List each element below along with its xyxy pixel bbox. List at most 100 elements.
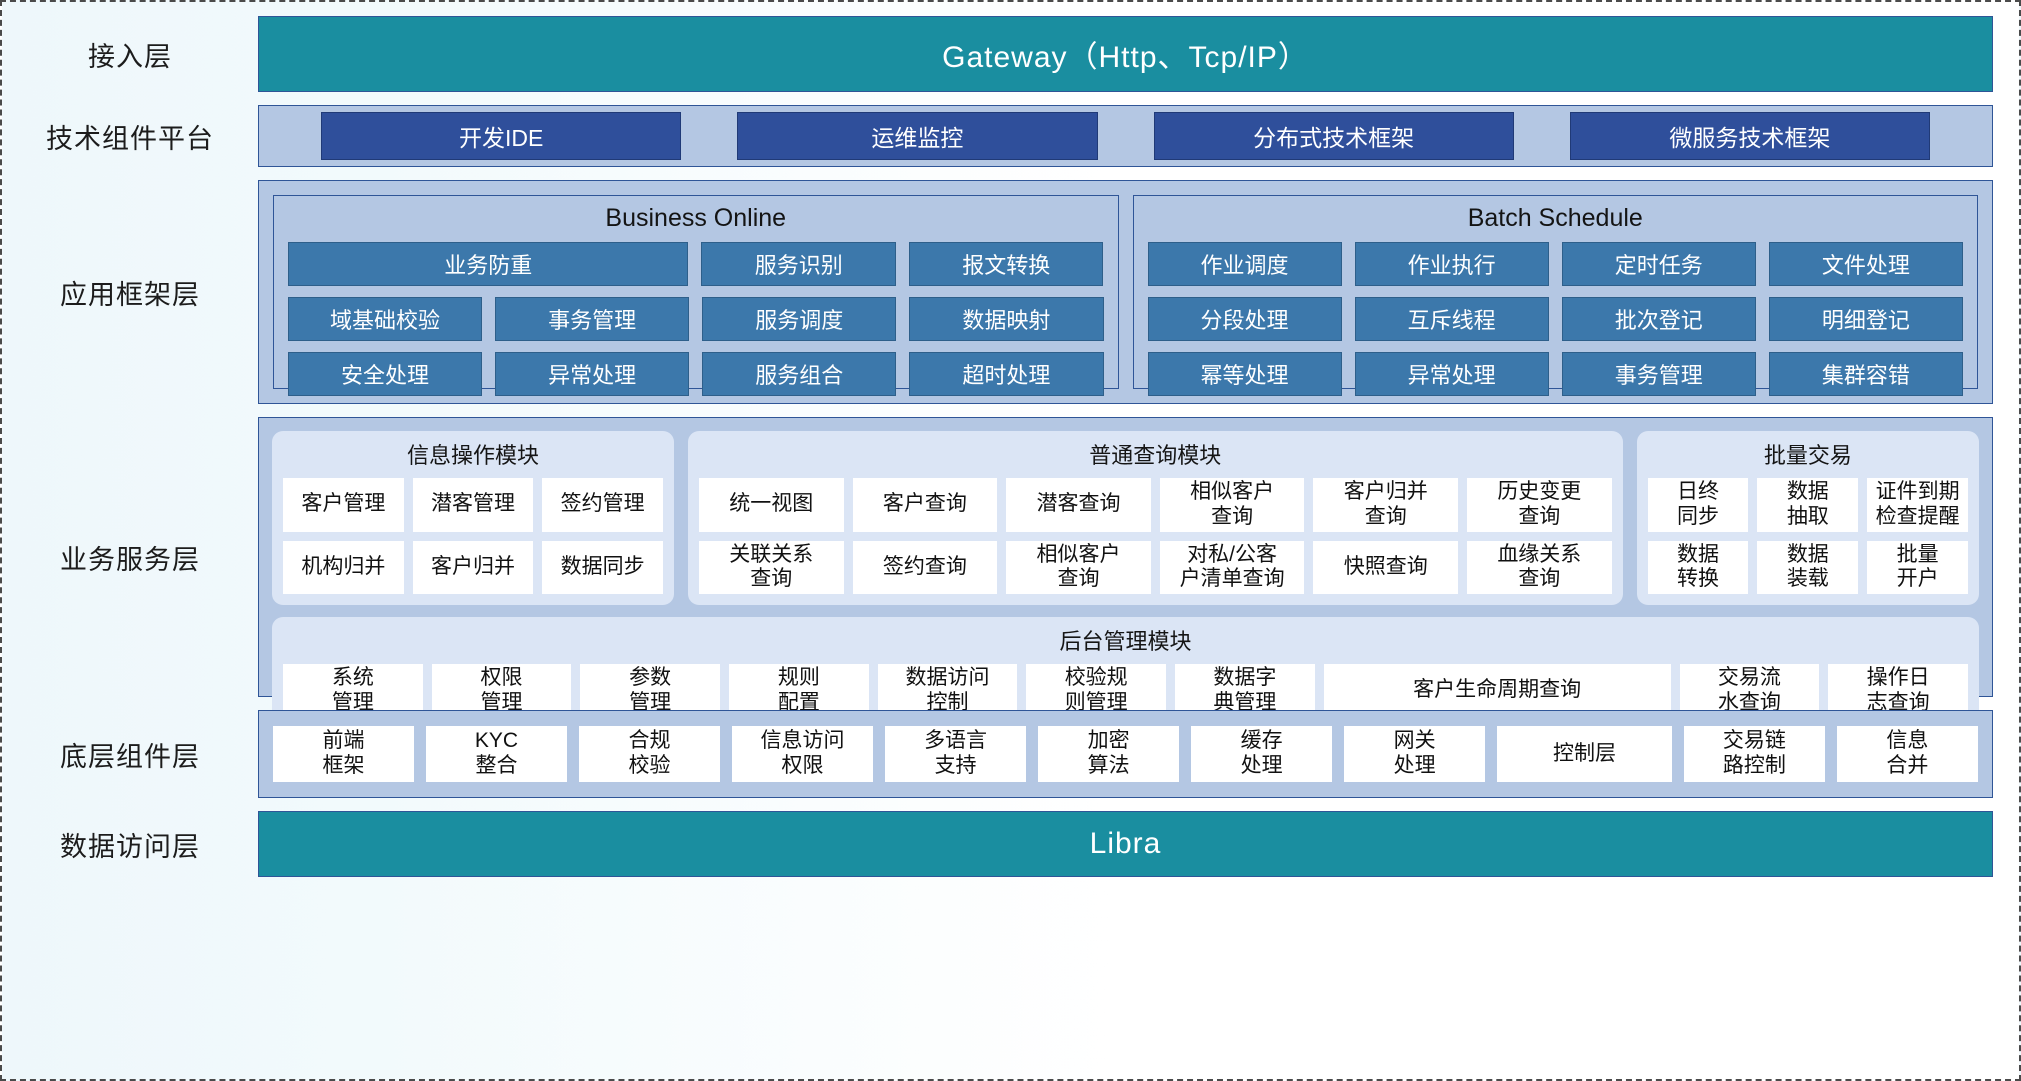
framework-row: 业务防重 服务识别 报文转换 — [288, 242, 1104, 286]
fw-cell-exception-process[interactable]: 异常处理 — [495, 352, 690, 396]
gateway-bar[interactable]: Gateway（Http、Tcp/IP） — [258, 16, 1993, 92]
fw-cell-idempotent-process[interactable]: 幂等处理 — [1147, 352, 1342, 396]
row-tech-platform: 技术组件平台 开发IDE 运维监控 分布式技术框架 微服务技术框架 — [2, 105, 1993, 167]
cell-lineage-query[interactable]: 血缘关系 查询 — [1467, 540, 1612, 595]
module-batch-transaction: 批量交易 日终 同步 数据 抽取 证件到期 检查提醒 数据 转换 数据 装载 — [1636, 431, 1979, 606]
row-label-app-framework: 应用框架层 — [60, 279, 200, 310]
framework-group-business-online: Business Online 业务防重 服务识别 报文转换 域基础校验 事务管… — [273, 195, 1119, 396]
cell-kyc-integration[interactable]: KYC 整合 — [426, 726, 568, 782]
libra-bar[interactable]: Libra — [258, 811, 1993, 877]
fw-cell-service-dispatch[interactable]: 服务调度 — [702, 297, 897, 341]
cell-operation-log-query[interactable]: 操作日 志查询 — [1828, 664, 1968, 718]
cell-info-merge[interactable]: 信息 合并 — [1836, 726, 1978, 782]
cell-certificate-expiry-reminder[interactable]: 证件到期 检查提醒 — [1867, 478, 1968, 532]
fw-cell-service-identify[interactable]: 服务识别 — [701, 242, 896, 286]
fw-cell-message-transform[interactable]: 报文转换 — [908, 242, 1104, 286]
cell-data-extract[interactable]: 数据 抽取 — [1757, 478, 1859, 532]
fw-cell-job-schedule[interactable]: 作业调度 — [1147, 242, 1342, 286]
cell-relationship-query[interactable]: 关联关系 查询 — [698, 540, 844, 595]
fw-cell-mutex-thread[interactable]: 互斥线程 — [1354, 297, 1549, 341]
cell-history-change-query[interactable]: 历史变更 查询 — [1467, 478, 1612, 532]
fw-cell-service-compose[interactable]: 服务组合 — [702, 352, 897, 396]
cell-similar-customer-query-2[interactable]: 相似客户 查询 — [1006, 540, 1151, 595]
cell-transaction-link-control[interactable]: 交易链 路控制 — [1683, 726, 1825, 782]
fw-cell-timeout-process[interactable]: 超时处理 — [909, 352, 1104, 396]
fw-cell-business-dedup[interactable]: 业务防重 — [288, 242, 689, 286]
cell-unified-view[interactable]: 统一视图 — [698, 478, 844, 532]
module-row: 数据 转换 数据 装载 批量 开户 — [1647, 540, 1968, 595]
cell-data-dictionary-mgmt[interactable]: 数据字 典管理 — [1175, 664, 1315, 718]
framework-group-title: Business Online — [605, 204, 787, 232]
tech-chip-microservice-framework[interactable]: 微服务技术框架 — [1569, 112, 1930, 160]
tech-chip-distributed-framework[interactable]: 分布式技术框架 — [1153, 112, 1514, 160]
cell-system-mgmt[interactable]: 系统 管理 — [283, 664, 423, 718]
tech-chip-ops-monitor[interactable]: 运维监控 — [737, 112, 1098, 160]
cell-batch-account-open[interactable]: 批量 开户 — [1867, 540, 1968, 595]
cell-control-layer[interactable]: 控制层 — [1497, 726, 1672, 782]
cell-org-merge[interactable]: 机构归并 — [283, 540, 404, 595]
tech-chip-ide[interactable]: 开发IDE — [321, 112, 682, 160]
cell-customer-lifecycle-query[interactable]: 客户生命周期查询 — [1323, 664, 1671, 718]
fw-cell-domain-validate[interactable]: 域基础校验 — [288, 297, 483, 341]
tech-platform-panel: 开发IDE 运维监控 分布式技术框架 微服务技术框架 — [258, 105, 1993, 167]
cell-similar-customer-query[interactable]: 相似客户 查询 — [1159, 478, 1305, 532]
cell-data-access-control[interactable]: 数据访问 控制 — [877, 664, 1018, 718]
fw-cell-segment-process[interactable]: 分段处理 — [1147, 297, 1342, 341]
cell-contract-query[interactable]: 签约查询 — [852, 540, 998, 595]
row-label-access-layer: 接入层 — [88, 41, 172, 72]
fw-cell-detail-register[interactable]: 明细登记 — [1768, 297, 1963, 341]
cell-cache-process[interactable]: 缓存 处理 — [1191, 726, 1333, 782]
cell-gateway-process[interactable]: 网关 处理 — [1344, 726, 1486, 782]
cell-rule-config[interactable]: 规则 配置 — [729, 664, 869, 718]
cell-customer-mgmt[interactable]: 客户管理 — [283, 478, 404, 532]
cell-parameter-mgmt[interactable]: 参数 管理 — [580, 664, 721, 718]
cell-prospect-query[interactable]: 潜客查询 — [1006, 478, 1151, 532]
fw-cell-job-execute[interactable]: 作业执行 — [1354, 242, 1549, 286]
cell-frontend-framework[interactable]: 前端 框架 — [273, 726, 415, 782]
cell-data-load[interactable]: 数据 装载 — [1757, 540, 1859, 595]
fw-cell-timed-task[interactable]: 定时任务 — [1561, 242, 1756, 286]
cell-eod-sync[interactable]: 日终 同步 — [1647, 478, 1749, 532]
cell-private-corporate-list-query[interactable]: 对私/公客 户清单查询 — [1159, 540, 1305, 595]
fw-cell-security-process[interactable]: 安全处理 — [288, 352, 483, 396]
cell-contract-mgmt[interactable]: 签约管理 — [542, 478, 663, 532]
framework-row: 安全处理 异常处理 服务组合 超时处理 — [288, 352, 1104, 396]
fw-cell-data-mapping[interactable]: 数据映射 — [909, 297, 1104, 341]
cell-customer-merge[interactable]: 客户归并 — [412, 540, 534, 595]
cell-compliance-check[interactable]: 合规 校验 — [579, 726, 721, 782]
cell-data-sync[interactable]: 数据同步 — [542, 540, 663, 595]
module-title: 批量交易 — [1763, 443, 1852, 468]
cell-customer-merge-query[interactable]: 客户归并 查询 — [1313, 478, 1459, 532]
row-label-component-layer: 底层组件层 — [60, 741, 200, 772]
row-label-business-service: 业务服务层 — [60, 544, 200, 575]
cell-customer-query[interactable]: 客户查询 — [852, 478, 998, 532]
component-layer-panel: 前端 框架 KYC 整合 合规 校验 信息访问 权限 多语言 支持 加密 算法 … — [258, 710, 1993, 798]
fw-cell-cluster-fault-tolerance[interactable]: 集群容错 — [1768, 352, 1963, 396]
cell-prospect-mgmt[interactable]: 潜客管理 — [412, 478, 534, 532]
framework-row: 幂等处理 异常处理 事务管理 集群容错 — [1147, 352, 1963, 396]
fw-cell-file-process[interactable]: 文件处理 — [1768, 242, 1963, 286]
module-row: 日终 同步 数据 抽取 证件到期 检查提醒 — [1647, 478, 1968, 532]
cell-snapshot-query[interactable]: 快照查询 — [1313, 540, 1459, 595]
cell-info-access-permission[interactable]: 信息访问 权限 — [732, 726, 874, 782]
cell-data-transform[interactable]: 数据 转换 — [1647, 540, 1749, 595]
fw-cell-exception-process-batch[interactable]: 异常处理 — [1354, 352, 1549, 396]
cell-transaction-flow-query[interactable]: 交易流 水查询 — [1679, 664, 1820, 718]
cell-permission-mgmt[interactable]: 权限 管理 — [431, 664, 572, 718]
business-service-panel: 信息操作模块 客户管理 潜客管理 签约管理 机构归并 客户归并 — [258, 417, 1993, 729]
fw-cell-batch-register[interactable]: 批次登记 — [1561, 297, 1756, 341]
row-data-access-layer: 数据访问层 Libra — [2, 811, 1993, 877]
fw-cell-transaction-mgmt[interactable]: 事务管理 — [495, 297, 690, 341]
framework-group-batch-schedule: Batch Schedule 作业调度 作业执行 定时任务 文件处理 分段处理 … — [1132, 195, 1978, 396]
fw-cell-transaction-mgmt-batch[interactable]: 事务管理 — [1561, 352, 1756, 396]
framework-group-title: Batch Schedule — [1467, 204, 1643, 232]
cell-validation-rule-mgmt[interactable]: 校验规 则管理 — [1026, 664, 1167, 718]
module-title: 信息操作模块 — [406, 443, 539, 468]
cell-encryption-algorithm[interactable]: 加密 算法 — [1038, 726, 1180, 782]
module-admin-management: 后台管理模块 系统 管理 权限 管理 参数 管理 规则 配置 数据访问 控制 校… — [272, 617, 1979, 729]
framework-row: 作业调度 作业执行 定时任务 文件处理 — [1147, 242, 1963, 286]
cell-multilanguage-support[interactable]: 多语言 支持 — [885, 726, 1027, 782]
framework-row: 域基础校验 事务管理 服务调度 数据映射 — [288, 297, 1104, 341]
module-row: 关联关系 查询 签约查询 相似客户 查询 对私/公客 户清单查询 快照查询 血缘… — [698, 540, 1612, 595]
